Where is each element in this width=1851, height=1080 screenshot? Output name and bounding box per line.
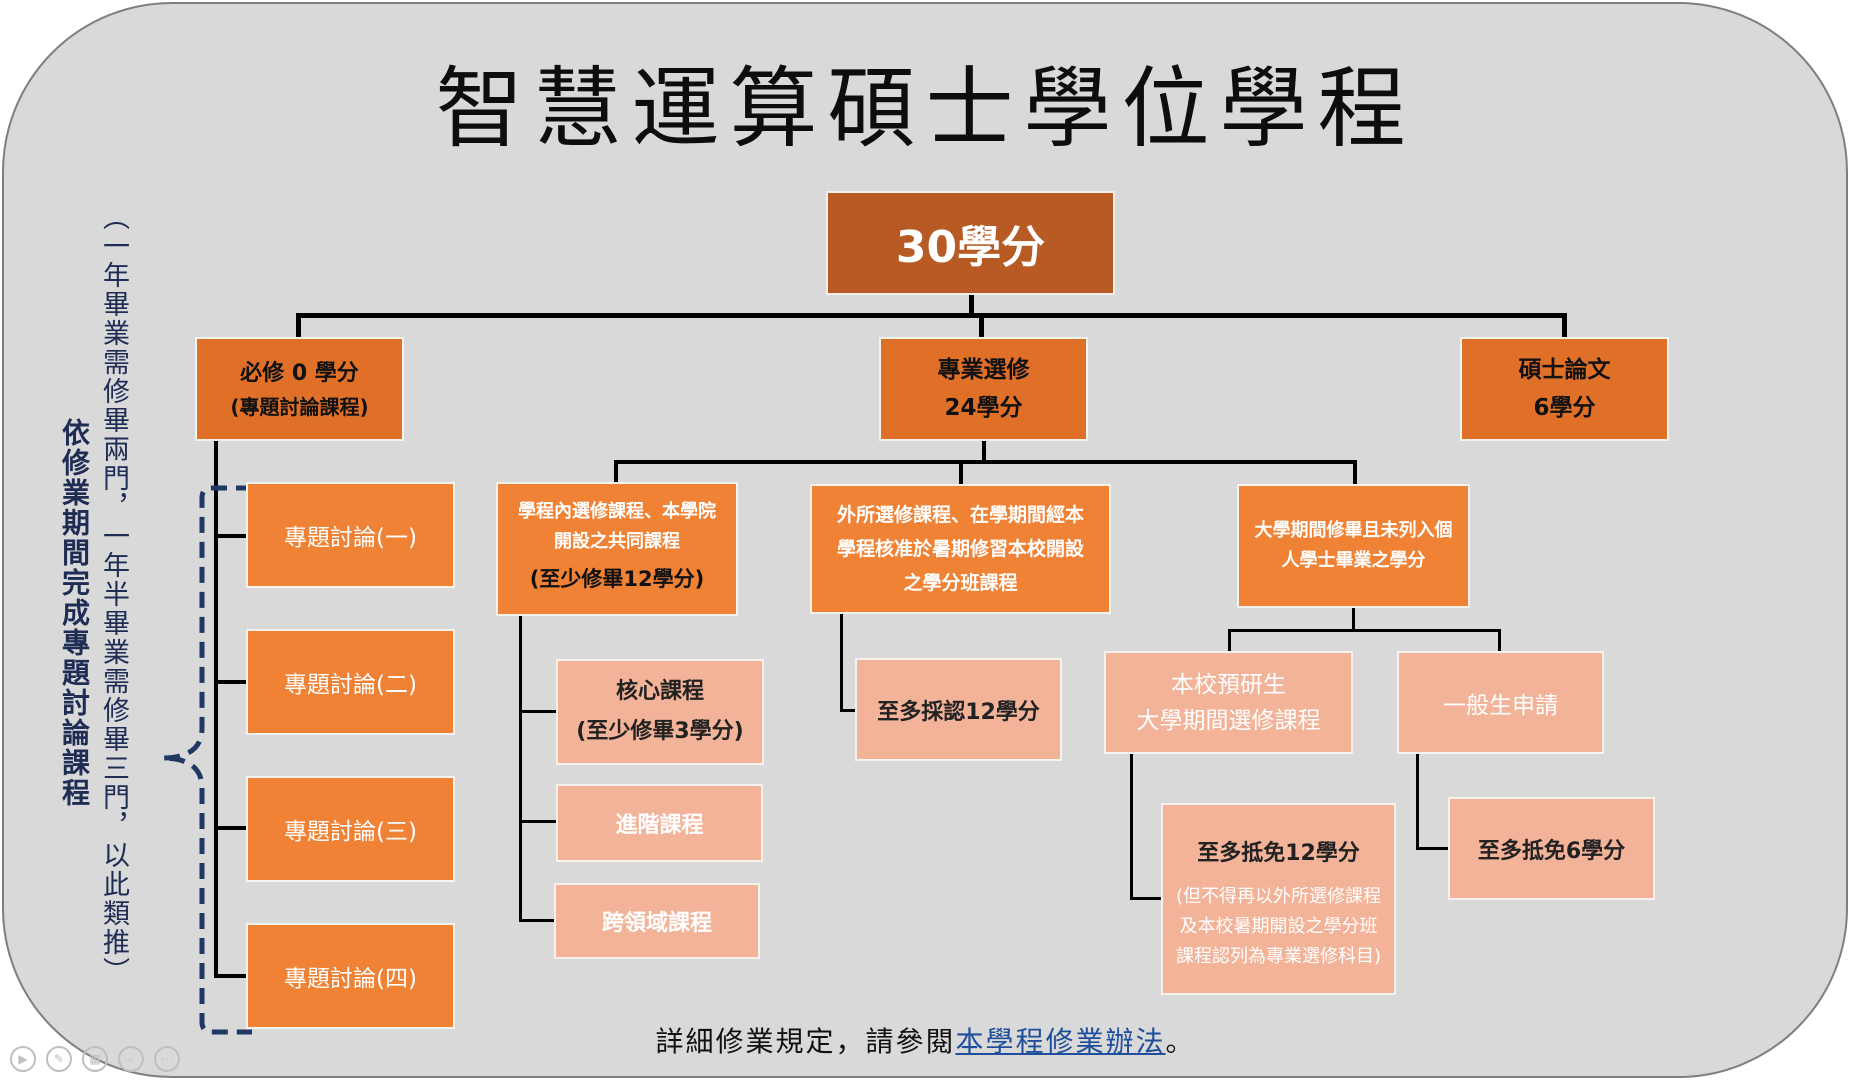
seminar-label: 專題討論(一) [284,525,417,551]
in-program-line1: 學程內選修課程、本學院 [518,501,716,522]
pre-grad-cap-box: 至多抵免12學分 (但不得再以外所選修課程 及本校暑期開設之學分班 課程認列為專… [1161,803,1396,995]
undergrad-line2: 人學士畢業之學分 [1281,550,1426,571]
external-cap-label: 至多採認12學分 [877,699,1040,725]
external-line3: 之學分班課程 [903,572,1018,594]
play-icon[interactable]: ▶ [10,1046,36,1072]
connector [969,292,974,316]
general-cap-box: 至多抵免6學分 [1448,797,1655,900]
core-course-label: 核心課程 [615,679,704,704]
in-program-line2: 開設之共同課程 [554,531,680,552]
seminar-label: 專題討論(四) [284,966,417,992]
total-credits-box: 30學分 [826,191,1115,295]
required-label: 必修 0 學分 [240,361,359,386]
pre-grad-line2: 大學期間選修課程 [1136,707,1321,734]
pre-grad-cap-label: 至多抵免12學分 [1197,841,1360,866]
pen-icon[interactable]: ✎ [46,1046,72,1072]
pre-grad-box: 本校預研生 大學期間選修課程 [1104,651,1353,754]
elective-box: 專業選修 24學分 [879,337,1088,441]
in-program-box: 學程內選修課程、本學院 開設之共同課程 (至少修畢12學分) [496,482,738,616]
external-line2: 學程核准於暑期修習本校開設 [836,538,1084,560]
connector [1416,847,1448,850]
connector [1228,629,1231,651]
connector [1562,313,1567,337]
required-box: 必修 0 學分 (專題討論課程) [195,337,404,441]
pre-grad-cap-note: 課程認列為專業選修科目) [1175,946,1382,967]
in-program-line3: (至少修畢12學分) [529,567,705,591]
side-note-outer: （一年畢業需修畢兩門，一年半畢業需修畢三門，以此類推） [98,203,129,986]
regulations-link[interactable]: 本學程修業辦法 [955,1025,1166,1058]
connector [214,534,248,538]
thesis-box: 碩士論文 6學分 [1460,337,1669,441]
connector [982,440,986,462]
connector [1130,754,1133,900]
advanced-course-label: 進階課程 [615,813,704,838]
pre-grad-line1: 本校預研生 [1171,671,1286,698]
undergrad-box: 大學期間修畢且未列入個 人學士畢業之學分 [1237,484,1470,608]
footer-prefix: 詳細修業規定，請參閱 [655,1025,956,1058]
connector [614,460,1357,464]
connector [296,313,301,337]
connector [519,820,557,823]
connector [1416,754,1419,850]
connector [1228,629,1501,632]
connector [519,710,557,713]
seminar-box-1: 專題討論(一) [246,482,455,588]
cross-domain-course-label: 跨領域課程 [601,911,712,936]
seminar-box-4: 專題討論(四) [246,923,455,1029]
thesis-credits: 6學分 [1533,395,1596,421]
connector [1352,608,1355,632]
connector [840,709,856,712]
external-cap-box: 至多採認12學分 [855,658,1062,761]
cross-domain-course-box: 跨領域課程 [554,883,760,959]
seminar-box-3: 專題討論(三) [246,776,455,882]
footer-suffix: 。 [1165,1025,1196,1058]
connector [1130,897,1162,900]
connector [214,826,248,830]
connector [214,974,248,978]
external-line1: 外所選修課程、在學期間經本 [836,504,1084,526]
advanced-course-box: 進階課程 [556,784,763,862]
slides-icon[interactable]: ▦ [82,1046,108,1072]
undergrad-line1: 大學期間修畢且未列入個 [1254,520,1453,541]
thesis-label: 碩士論文 [1518,357,1611,383]
required-sublabel: (專題討論課程) [230,395,369,419]
seminar-label: 專題討論(二) [284,672,417,698]
general-student-label: 一般生申請 [1443,692,1558,719]
seminar-box-2: 專題討論(二) [246,629,455,735]
connector [1353,460,1357,484]
more-icon[interactable]: ⋯ [154,1046,180,1072]
connector [614,460,618,484]
total-credits-label: 30學分 [895,222,1046,273]
page-title: 智慧運算碩士學位學程 [435,57,1416,160]
connector [296,313,1567,318]
core-course-credits: (至少修畢3學分) [576,719,744,744]
external-box: 外所選修課程、在學期間經本 學程核准於暑期修習本校開設 之學分班課程 [810,484,1111,614]
pre-grad-cap-note: 及本校暑期開設之學分班 [1179,916,1378,937]
connector [1498,629,1501,651]
connector [979,313,984,337]
connector [214,680,248,684]
footer-note: 詳細修業規定，請參閱本學程修業辦法。 [0,1020,1851,1060]
connector [519,919,555,922]
dashed-bracket [161,485,252,1035]
connector [959,460,963,484]
connector [519,616,522,922]
core-course-box: 核心課程 (至少修畢3學分) [556,659,764,765]
zoom-icon[interactable]: ⌕ [118,1046,144,1072]
general-cap-label: 至多抵免6學分 [1477,838,1626,864]
seminar-label: 專題討論(三) [284,819,417,845]
side-note-inner: 依修業期間完成專題討論課程 [58,418,91,808]
general-student-box: 一般生申請 [1397,651,1604,754]
pre-grad-cap-note: (但不得再以外所選修課程 [1175,886,1382,907]
connector [840,614,843,712]
elective-credits: 24學分 [944,395,1023,421]
connector [214,440,218,978]
elective-label: 專業選修 [937,357,1030,383]
